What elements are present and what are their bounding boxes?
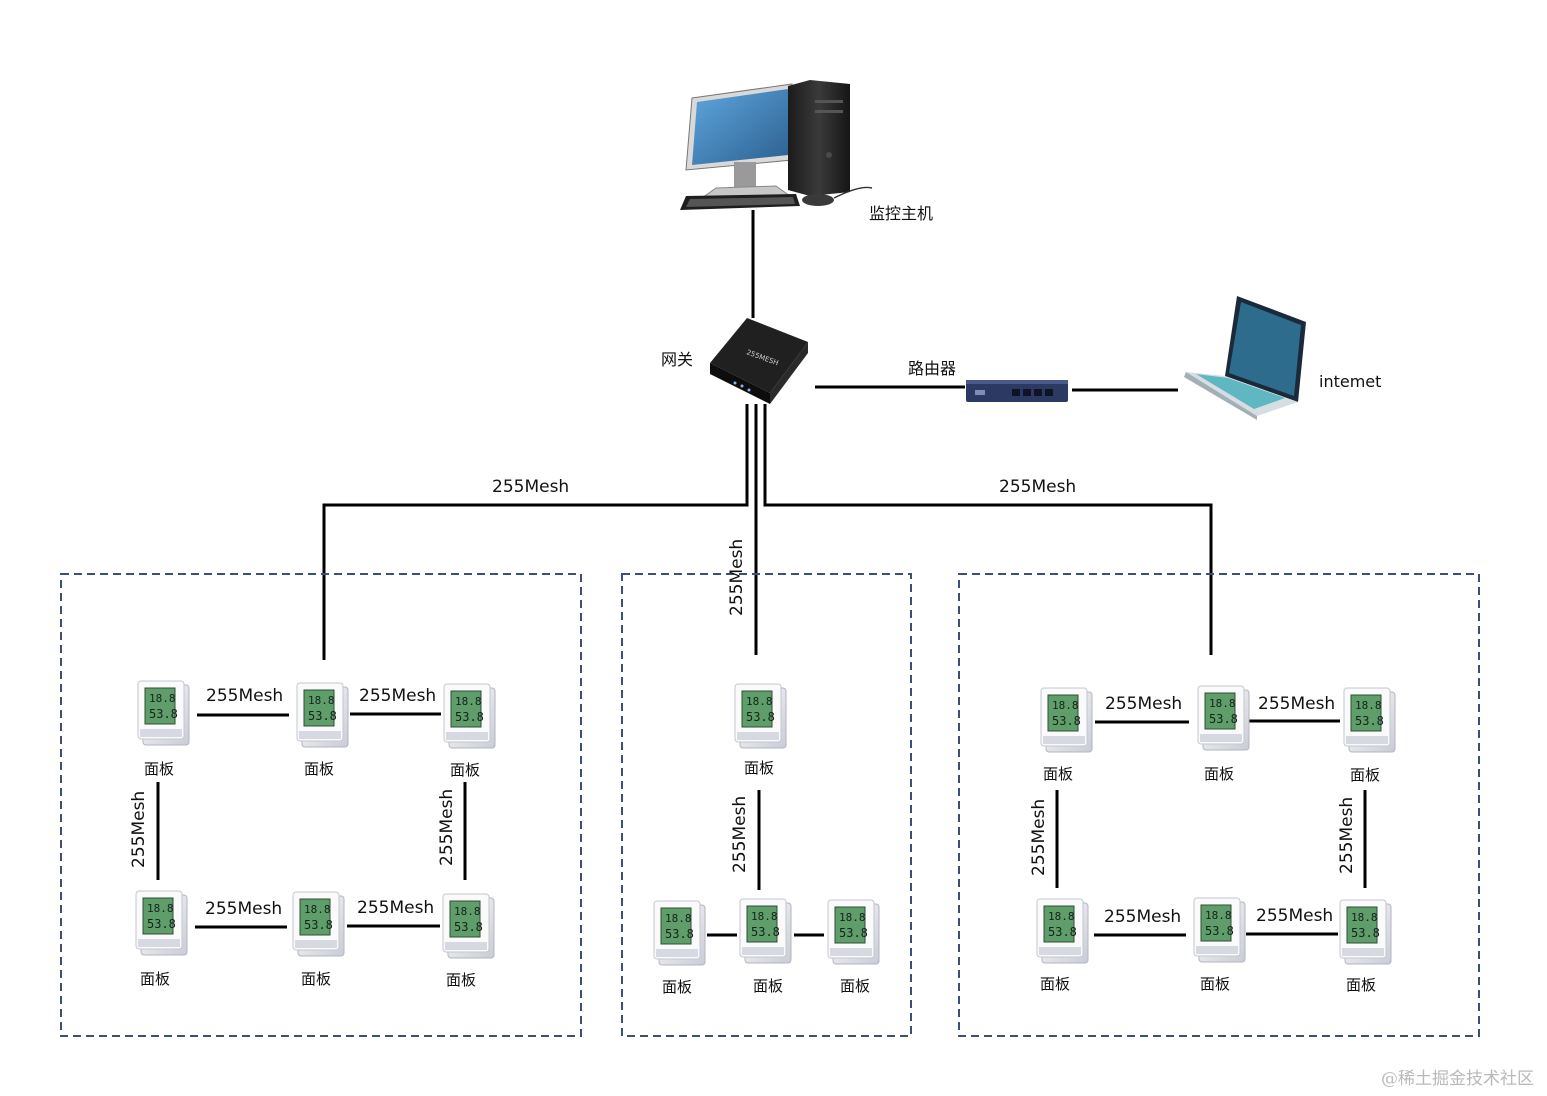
link-label: 255Mesh [1256, 906, 1333, 926]
uplink-right [763, 404, 1213, 655]
sensor-panel [442, 893, 495, 959]
uplink-left [322, 404, 749, 660]
node-label: 面板 [753, 977, 783, 995]
link-label: 255Mesh [357, 898, 434, 918]
link-label: 255Mesh [359, 686, 436, 706]
node-label: 面板 [840, 977, 870, 995]
laptop-icon [1184, 296, 1306, 420]
node-label: 面板 [140, 970, 170, 988]
group-box-1 [60, 573, 582, 1037]
node-label: 面板 [1204, 765, 1234, 783]
node-label: 面板 [1346, 976, 1376, 994]
sensor-panel [1193, 897, 1246, 963]
connection-lines [156, 210, 1367, 937]
node-label: 面板 [144, 760, 174, 778]
group-1: 面板 面板 面板 面板 面板 面板 255Mesh 255Mesh 255Mes… [129, 680, 496, 989]
link-label: 255Mesh [1104, 907, 1181, 927]
sensor-panel [739, 898, 792, 964]
sensor-panel [1036, 898, 1089, 964]
pc-label: 监控主机 [869, 204, 933, 223]
link-label: 255Mesh [437, 789, 457, 866]
sensor-panel [135, 890, 188, 956]
sensor-panel [1040, 687, 1093, 753]
group-2: 面板 面板 面板 面板 255Mesh [653, 683, 880, 996]
sensor-panel [734, 683, 787, 749]
node-label: 面板 [744, 759, 774, 777]
uplink-center-label: 255Mesh [727, 539, 747, 616]
node-label: 面板 [304, 760, 334, 778]
node-label: 面板 [450, 761, 480, 779]
sensor-panel [443, 683, 496, 749]
group-boxes [60, 573, 1480, 1037]
link-label: 255Mesh [206, 686, 283, 706]
node-label: 面板 [301, 970, 331, 988]
gateway-label: 网关 [661, 350, 693, 369]
node-label: 面板 [1043, 765, 1073, 783]
uplink-left-label: 255Mesh [492, 477, 569, 497]
link-label: 255Mesh [1337, 797, 1357, 874]
sensor-panel [1339, 899, 1392, 965]
sensor-panel [292, 891, 345, 957]
node-label: 面板 [1350, 766, 1380, 784]
group-box-3 [958, 573, 1480, 1037]
watermark: @稀土掘金技术社区 [1381, 1069, 1534, 1089]
sensor-panel [296, 682, 349, 748]
sensor-panel [1343, 687, 1396, 753]
gateway-icon: 255MESH [710, 318, 808, 404]
link-label: 255Mesh [1258, 694, 1335, 714]
group-box-2 [621, 573, 912, 1037]
node-label: 面板 [1200, 975, 1230, 993]
sensor-panel [137, 680, 190, 746]
sensor-panel [653, 900, 706, 966]
link-label: 255Mesh [1105, 694, 1182, 714]
router-icon [966, 380, 1068, 402]
link-label: 255Mesh [129, 791, 149, 868]
link-label: 255Mesh [205, 899, 282, 919]
pc-icon [680, 80, 873, 210]
node-label: 面板 [662, 978, 692, 996]
router-label: 路由器 [908, 359, 956, 378]
sensor-panel [827, 899, 880, 965]
laptop-label: intemet [1319, 372, 1381, 391]
node-label: 面板 [446, 971, 476, 989]
link-label: 255Mesh [730, 796, 750, 873]
uplink-right-label: 255Mesh [999, 477, 1076, 497]
link-label: 255Mesh [1029, 799, 1049, 876]
sensor-panel [1197, 685, 1250, 751]
node-label: 面板 [1040, 975, 1070, 993]
group-3: 面板 面板 面板 面板 面板 面板 255Mesh 255Mesh 255Mes… [1029, 685, 1396, 994]
